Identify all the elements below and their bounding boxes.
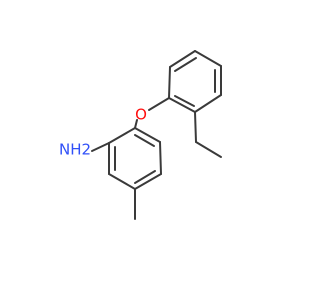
molecule-svg: O NH2 bbox=[59, 50, 222, 220]
bond-lower-ring-1 bbox=[134, 127, 161, 143]
bond-upper-ring-double-3 bbox=[174, 95, 195, 107]
oxygen-label: O bbox=[135, 106, 147, 124]
bond-oxygen-to-ring bbox=[134, 119, 138, 129]
bond-lower-ring-3 bbox=[134, 173, 162, 190]
bond-lower-ring-double-1 bbox=[134, 134, 155, 147]
bond-upper-ring-5 bbox=[194, 94, 222, 113]
bond-upper-ring-double-1 bbox=[174, 57, 197, 72]
bond-upper-ring-1 bbox=[168, 66, 171, 99]
amine-label: NH2 bbox=[59, 141, 91, 159]
bond-upper-ring-6 bbox=[168, 97, 196, 113]
structure-diagram: O NH2 bbox=[59, 50, 222, 220]
bond-lower-ring-4 bbox=[108, 173, 136, 190]
bond-lower-ring-double-2 bbox=[134, 170, 156, 184]
bonds bbox=[91, 50, 222, 220]
bond-amine bbox=[91, 142, 110, 152]
atom-labels: O NH2 bbox=[59, 106, 147, 159]
bond-ethyl-2 bbox=[195, 141, 222, 158]
bond-lower-ring-2 bbox=[159, 141, 162, 175]
bond-ethyl-1 bbox=[194, 111, 197, 143]
bond-upper-ring-3 bbox=[194, 50, 222, 67]
bond-ring-to-oxygen bbox=[148, 97, 170, 111]
bond-lower-ring-6 bbox=[108, 127, 136, 144]
bond-upper-ring-2 bbox=[169, 50, 196, 68]
